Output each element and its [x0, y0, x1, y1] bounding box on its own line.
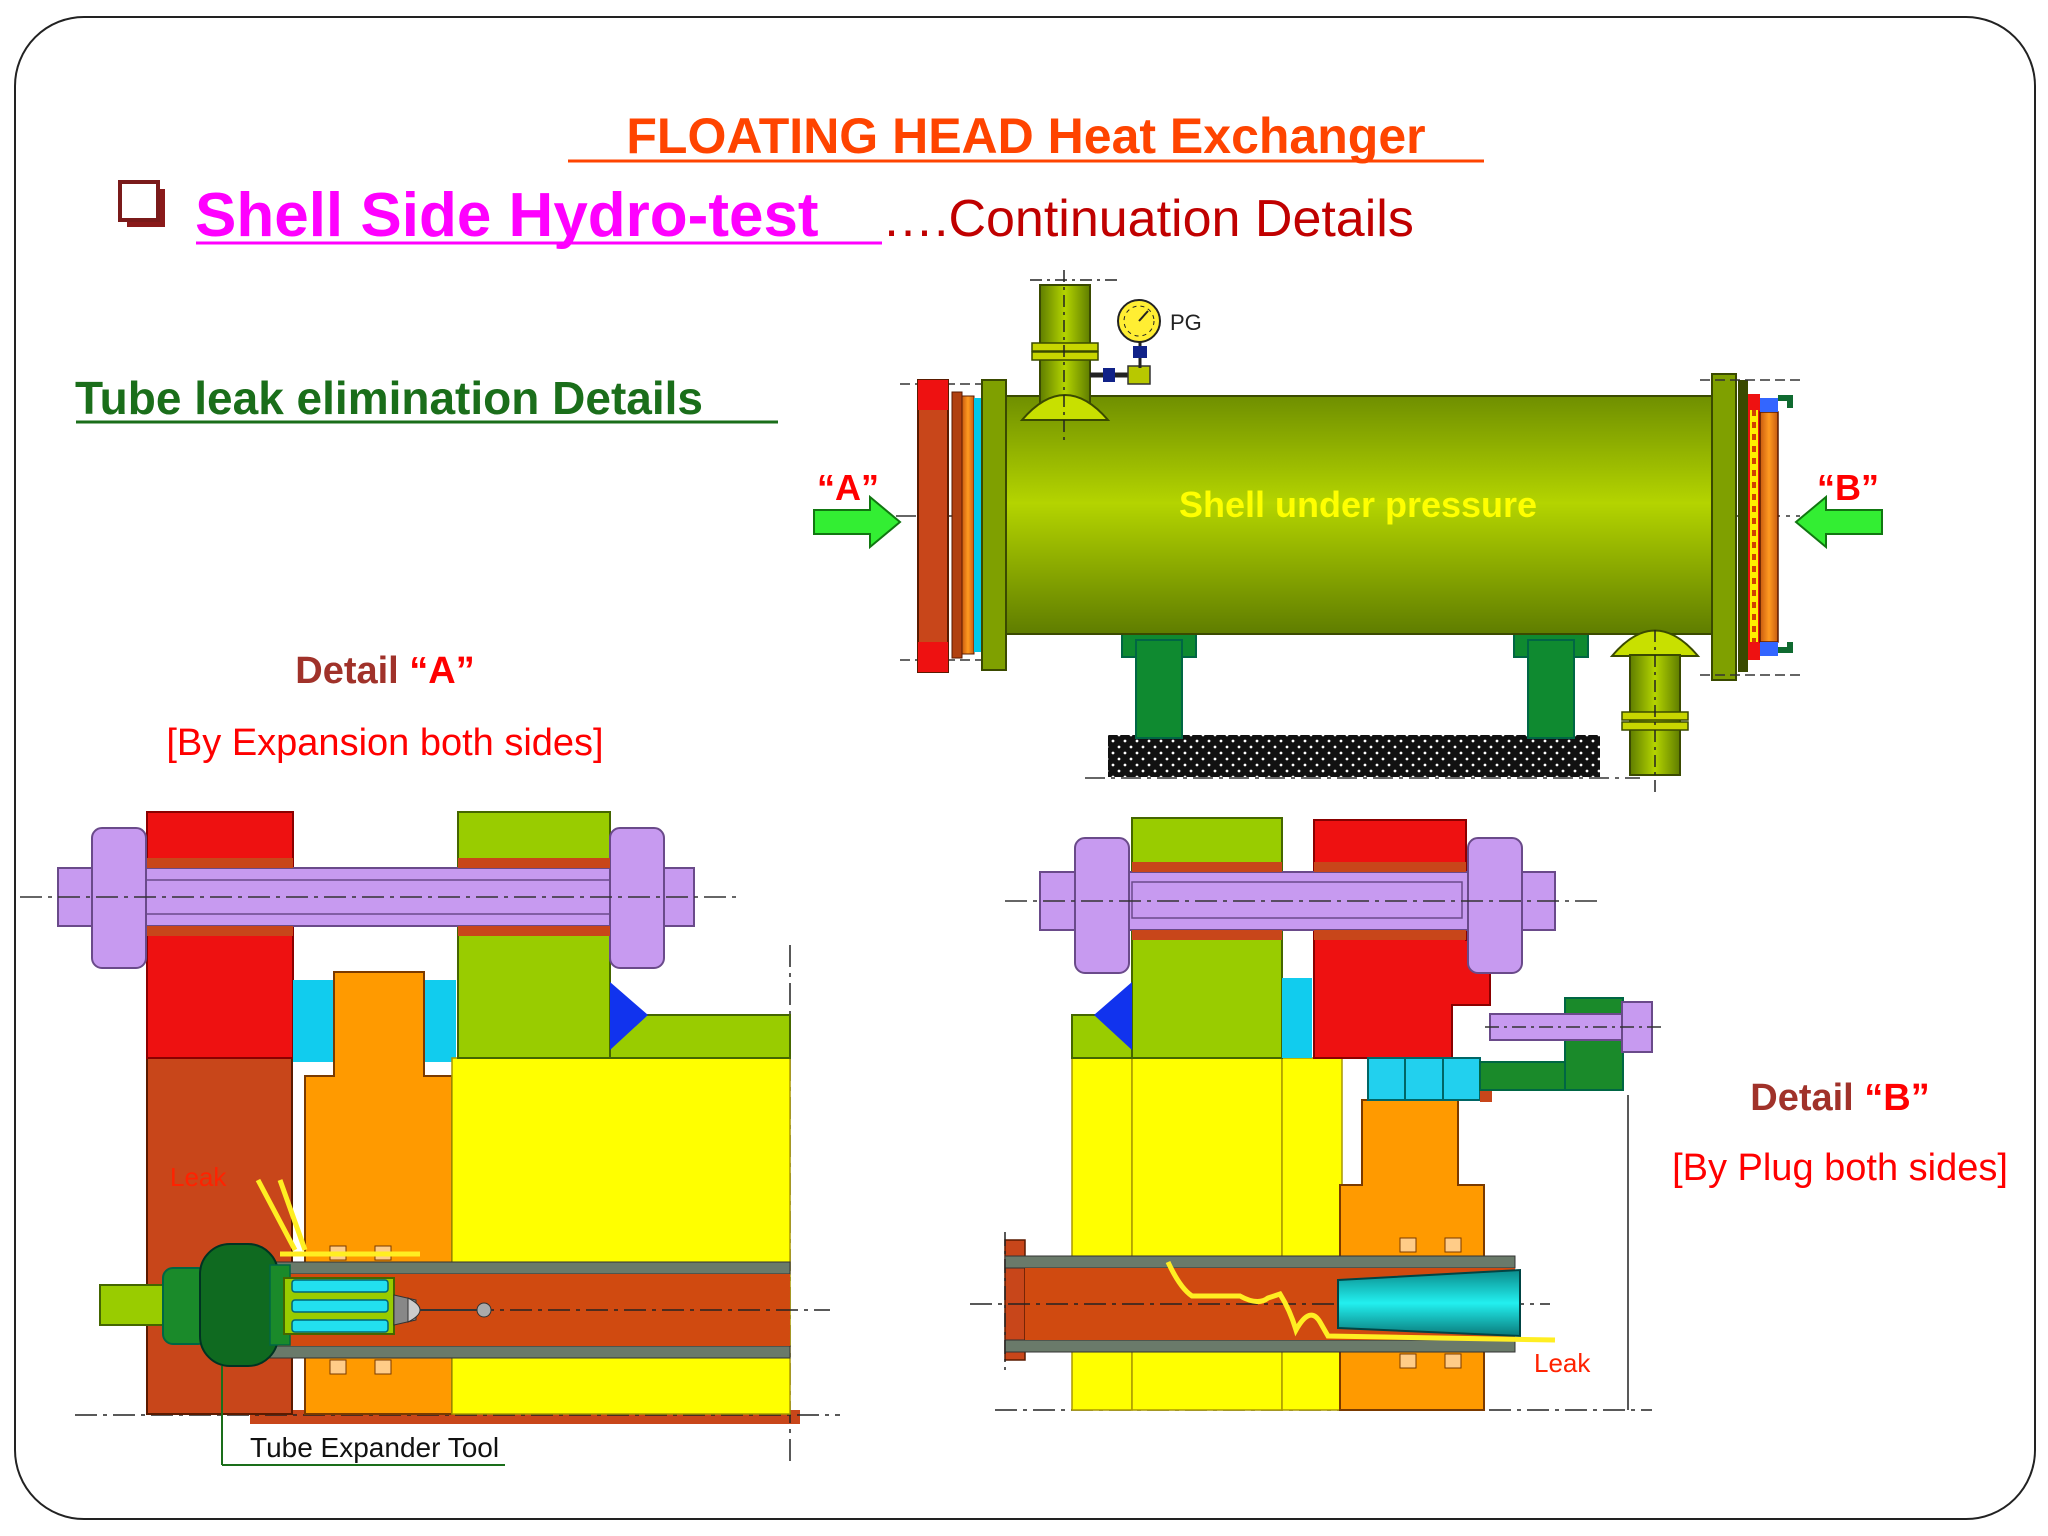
detail-a-title: Detail “A” — [295, 650, 475, 692]
subtitle-shell-side: Shell Side Hydro-test — [195, 181, 819, 250]
section-title: Tube leak elimination Details — [75, 372, 703, 424]
detail-a-leak-label: Leak — [170, 1162, 227, 1192]
checkbox-bullet-icon — [118, 180, 165, 227]
weld-icon — [1094, 982, 1132, 1050]
tube-expander-tool-icon — [99, 1243, 505, 1466]
stud-bolt — [1005, 837, 1600, 974]
shell-body — [1004, 395, 1719, 635]
marker-b-label: “B” — [1817, 467, 1879, 508]
pg-label: PG — [1170, 310, 1202, 335]
weld-icon — [610, 982, 648, 1050]
foundation-pad — [1108, 735, 1600, 777]
page-title: FLOATING HEAD Heat Exchanger — [626, 108, 1425, 164]
saddle-support-right — [1513, 621, 1589, 739]
stud-bolt — [20, 827, 740, 969]
subtitle-continuation: ….Continuation Details — [882, 190, 1414, 248]
clamp-assembly — [1479, 997, 1665, 1091]
detail-b-drawing — [970, 817, 1665, 1411]
detail-b-subtitle: [By Plug both sides] — [1672, 1147, 2008, 1189]
marker-a-label: “A” — [817, 467, 879, 508]
left-flange-assembly — [900, 379, 1007, 673]
tube-plug-icon — [1337, 1268, 1521, 1338]
exchanger-overview: PG — [896, 270, 1800, 795]
saddle-support-left — [1121, 621, 1197, 739]
outlet-nozzle — [1609, 629, 1701, 795]
shell-pressure-label: Shell under pressure — [1179, 484, 1537, 525]
tube-expander-label: Tube Expander Tool — [250, 1432, 499, 1463]
detail-a-subtitle: [By Expansion both sides] — [166, 722, 603, 764]
arrow-right-icon — [813, 494, 902, 550]
right-flange-assembly — [1700, 373, 1800, 681]
shell-side-region — [451, 1057, 791, 1415]
detail-b-title: Detail “B” — [1750, 1077, 1930, 1119]
gasket — [1282, 978, 1312, 1058]
inlet-nozzle — [1019, 270, 1118, 440]
leak-path — [255, 1178, 420, 1257]
leak-path — [1165, 1260, 1556, 1343]
detail-b-leak-label: Leak — [1534, 1348, 1591, 1378]
pressure-gauge-icon — [1090, 299, 1161, 385]
shell-side-region — [1071, 1057, 1133, 1411]
detail-a-drawing — [20, 811, 840, 1466]
arrow-left-icon — [1794, 494, 1883, 550]
slide-frame — [14, 16, 2036, 1520]
